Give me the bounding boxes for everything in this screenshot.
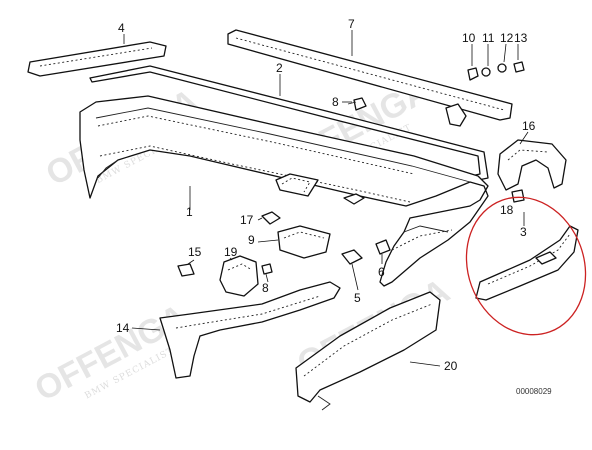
- callout-7: 7: [348, 17, 355, 31]
- diagram-reference-number: 00008029: [516, 387, 552, 396]
- part-18-clip: [511, 189, 525, 203]
- part-1-bumper-cover: [79, 95, 489, 287]
- leader-lines: [123, 30, 529, 367]
- callout-12: 12: [500, 31, 514, 45]
- part-16-clip: [261, 211, 281, 225]
- callout-11: 11: [482, 31, 495, 45]
- part-5-clip: [341, 249, 363, 265]
- part-6-clip: [375, 239, 391, 255]
- part-19-bracket: [219, 255, 259, 297]
- part-17-corner-bracket: [497, 139, 567, 191]
- highlight-circle: [465, 196, 587, 336]
- callout-14: 14: [116, 321, 130, 335]
- part-8-bolt-lower: [261, 263, 273, 275]
- part-8-bolt: [347, 97, 367, 111]
- callout-labels: 4 7 2 8 1 17 9 5 6 15 19 8 14 20 16 18 3…: [116, 17, 552, 396]
- part-14-bracket: [159, 281, 341, 379]
- part-7-clip: [445, 103, 467, 127]
- callout-9: 9: [248, 233, 255, 247]
- callout-2: 2: [276, 61, 283, 75]
- callout-5: 5: [354, 291, 361, 305]
- callout-1: 1: [186, 205, 193, 219]
- callout-20: 20: [444, 359, 458, 373]
- callout-16: 17: [240, 213, 254, 227]
- callout-17: 16: [522, 119, 536, 133]
- callout-3: 3: [520, 225, 527, 239]
- callout-15: 15: [188, 245, 202, 259]
- part-9-bracket: [277, 225, 331, 259]
- part-4-trim-strip: [27, 41, 167, 77]
- callout-4: 4: [118, 21, 125, 35]
- callout-8-lower: 8: [262, 281, 269, 295]
- callout-19: 19: [224, 245, 238, 259]
- callout-8: 8: [332, 95, 339, 109]
- part-15-clip: [177, 263, 195, 277]
- callout-18: 18: [500, 203, 514, 217]
- callout-10: 10: [462, 31, 476, 45]
- callout-6: 6: [378, 265, 385, 279]
- part-3-corner-trim: [465, 196, 587, 336]
- part-20-support: [295, 291, 441, 411]
- callout-13: 13: [514, 31, 528, 45]
- fastener-set: [467, 61, 525, 81]
- part-7-trim-strip: [227, 29, 513, 121]
